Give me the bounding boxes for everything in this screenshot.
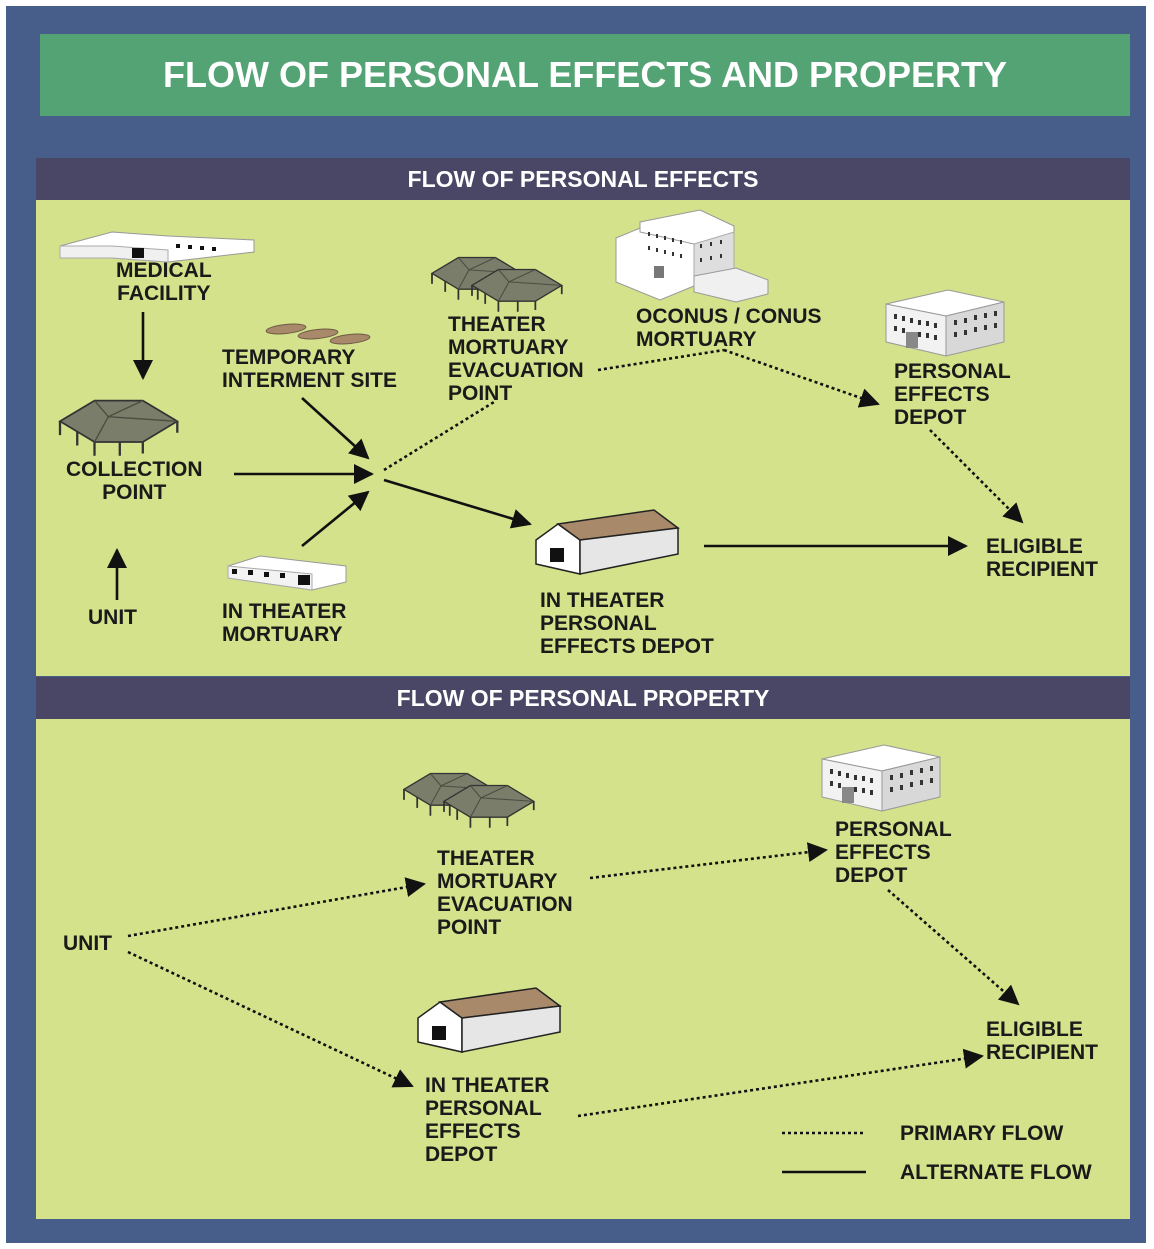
personal-property-panel: FLOW OF PERSONAL PROPERTY [36,677,1130,1219]
dotted-unit-to-tmep [127,877,426,938]
label-personal-effects-depot: PERSONAL EFFECTS DEPOT [894,360,1011,429]
dotted-tmep-to-oconus [597,348,725,372]
legend-primary-label: PRIMARY FLOW [900,1122,1064,1145]
medical-facility-icon [59,231,255,263]
label-in-theater-mortuary: IN THEATER MORTUARY [222,600,347,646]
label-oconus-conus-mortuary: OCONUS / CONUS MORTUARY [636,305,822,351]
in-theater-mortuary-icon [227,555,347,591]
label-property-tmep: THEATER MORTUARY EVACUATION POINT [437,847,573,939]
dotted-unit-to-barn [127,950,414,1088]
label-temporary-interment-site: TEMPORARY INTERMENT SITE [222,346,398,392]
property-pe-depot-icon [821,744,941,812]
dotted-depot-to-recipient-2 [887,889,1020,1006]
label-in-theater-personal-effects-depot: IN THEATER PERSONAL EFFECTS DEPOT [540,589,714,658]
property-in-theater-depot-barn-icon [417,987,561,1053]
arrow-hub-to-pe-depot [383,478,532,529]
arrow-interment-to-hub [301,397,370,460]
label-property-eligible-recipient: ELIGIBLE RECIPIENT [986,1018,1099,1064]
label-unit-effects: UNIT [88,606,137,629]
personal-effects-depot-icon [885,289,1005,357]
dotted-hub-to-tmep [383,400,495,472]
label-property-pe-depot: PERSONAL EFFECTS DEPOT [835,818,952,887]
dotted-barn-to-recipient [577,1048,984,1118]
label-collection-point: COLLECTION POINT [66,458,203,504]
diagram-title: FLOW OF PERSONAL EFFECTS AND PROPERTY [40,34,1130,116]
personal-property-header: FLOW OF PERSONAL PROPERTY [36,677,1130,719]
collection-point-tent-icon [58,399,179,457]
label-eligible-recipient: ELIGIBLE RECIPIENT [986,535,1099,581]
in-theater-personal-effects-depot-barn-icon [535,509,679,575]
dotted-oconus-to-depot [723,348,880,408]
temporary-interment-site-icon [265,323,371,345]
oconus-conus-mortuary-icon [615,209,769,303]
personal-effects-header: FLOW OF PERSONAL EFFECTS [36,158,1130,200]
label-theater-mortuary-evacuation-point: THEATER MORTUARY EVACUATION POINT [448,313,584,405]
dotted-tmep-to-depot [589,842,828,880]
legend-alternate-label: ALTERNATE FLOW [900,1161,1092,1184]
arrow-mortuary-to-hub [301,490,370,548]
label-medical-facility: MEDICAL FACILITY [116,259,212,305]
theater-mortuary-evacuation-point-icon [431,256,563,313]
label-property-in-theater-depot: IN THEATER PERSONAL EFFECTS DEPOT [425,1074,550,1166]
property-tmep-icon [403,772,535,829]
dotted-depot-to-recipient [929,429,1024,524]
label-unit-property: UNIT [63,932,112,955]
